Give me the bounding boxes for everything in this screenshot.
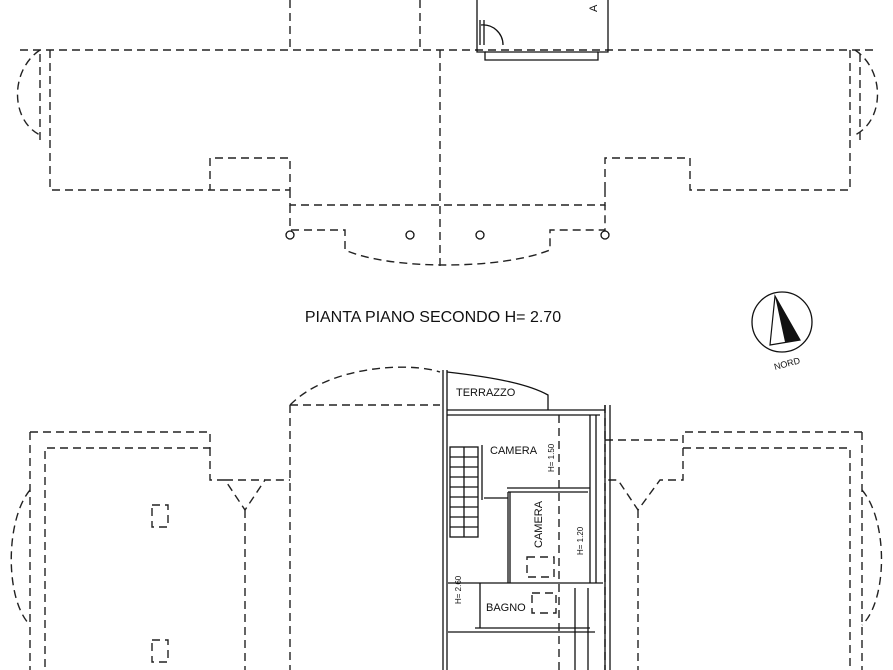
column-marker [600, 230, 610, 240]
top-room-label: A [588, 4, 600, 12]
second-floor-plan: TERRAZZO CAMERA CAMERA BAGNO H= 1.50 H= … [10, 366, 883, 670]
plan-title: PIANTA PIANO SECONDO H= 2.70 [305, 309, 561, 326]
room-label-camera-2: CAMERA [533, 500, 545, 548]
column-marker [405, 230, 415, 240]
room-label-bagno: BAGNO [486, 602, 526, 614]
room-label-camera-1: CAMERA [490, 445, 538, 457]
height-label-camera-1: H= 1.50 [547, 443, 556, 472]
north-arrow-icon: NORD [751, 291, 813, 372]
column-marker [285, 230, 295, 240]
upper-floor-plan: A [16, 0, 879, 270]
height-label-camera-2: H= 1.20 [576, 526, 585, 555]
north-label: NORD [773, 355, 802, 372]
column-marker [475, 230, 485, 240]
height-label-stair-area: H= 2.60 [454, 575, 463, 604]
room-label-terrazzo: TERRAZZO [456, 387, 516, 399]
